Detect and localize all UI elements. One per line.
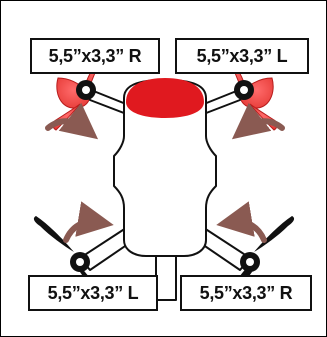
prop-label-rear-left: 5,5”x3,3” L bbox=[28, 275, 158, 311]
prop-label-rear-right: 5,5”x3,3” R bbox=[180, 275, 312, 311]
rotation-arrow-front-left bbox=[45, 102, 99, 140]
motor-front-right bbox=[234, 80, 254, 100]
motor-rear-right bbox=[240, 252, 260, 272]
rotation-arrow-front-right bbox=[231, 102, 285, 140]
motor-front-left bbox=[76, 80, 96, 100]
prop-label-front-left: 5,5”x3,3” R bbox=[30, 38, 160, 74]
drone-frame bbox=[79, 79, 251, 301]
prop-label-front-right: 5,5”x3,3” L bbox=[175, 38, 309, 74]
rotation-arrow-rear-right bbox=[216, 201, 267, 243]
rotation-arrow-rear-left bbox=[63, 201, 114, 243]
canopy bbox=[126, 78, 204, 118]
motor-rear-left bbox=[70, 252, 90, 272]
